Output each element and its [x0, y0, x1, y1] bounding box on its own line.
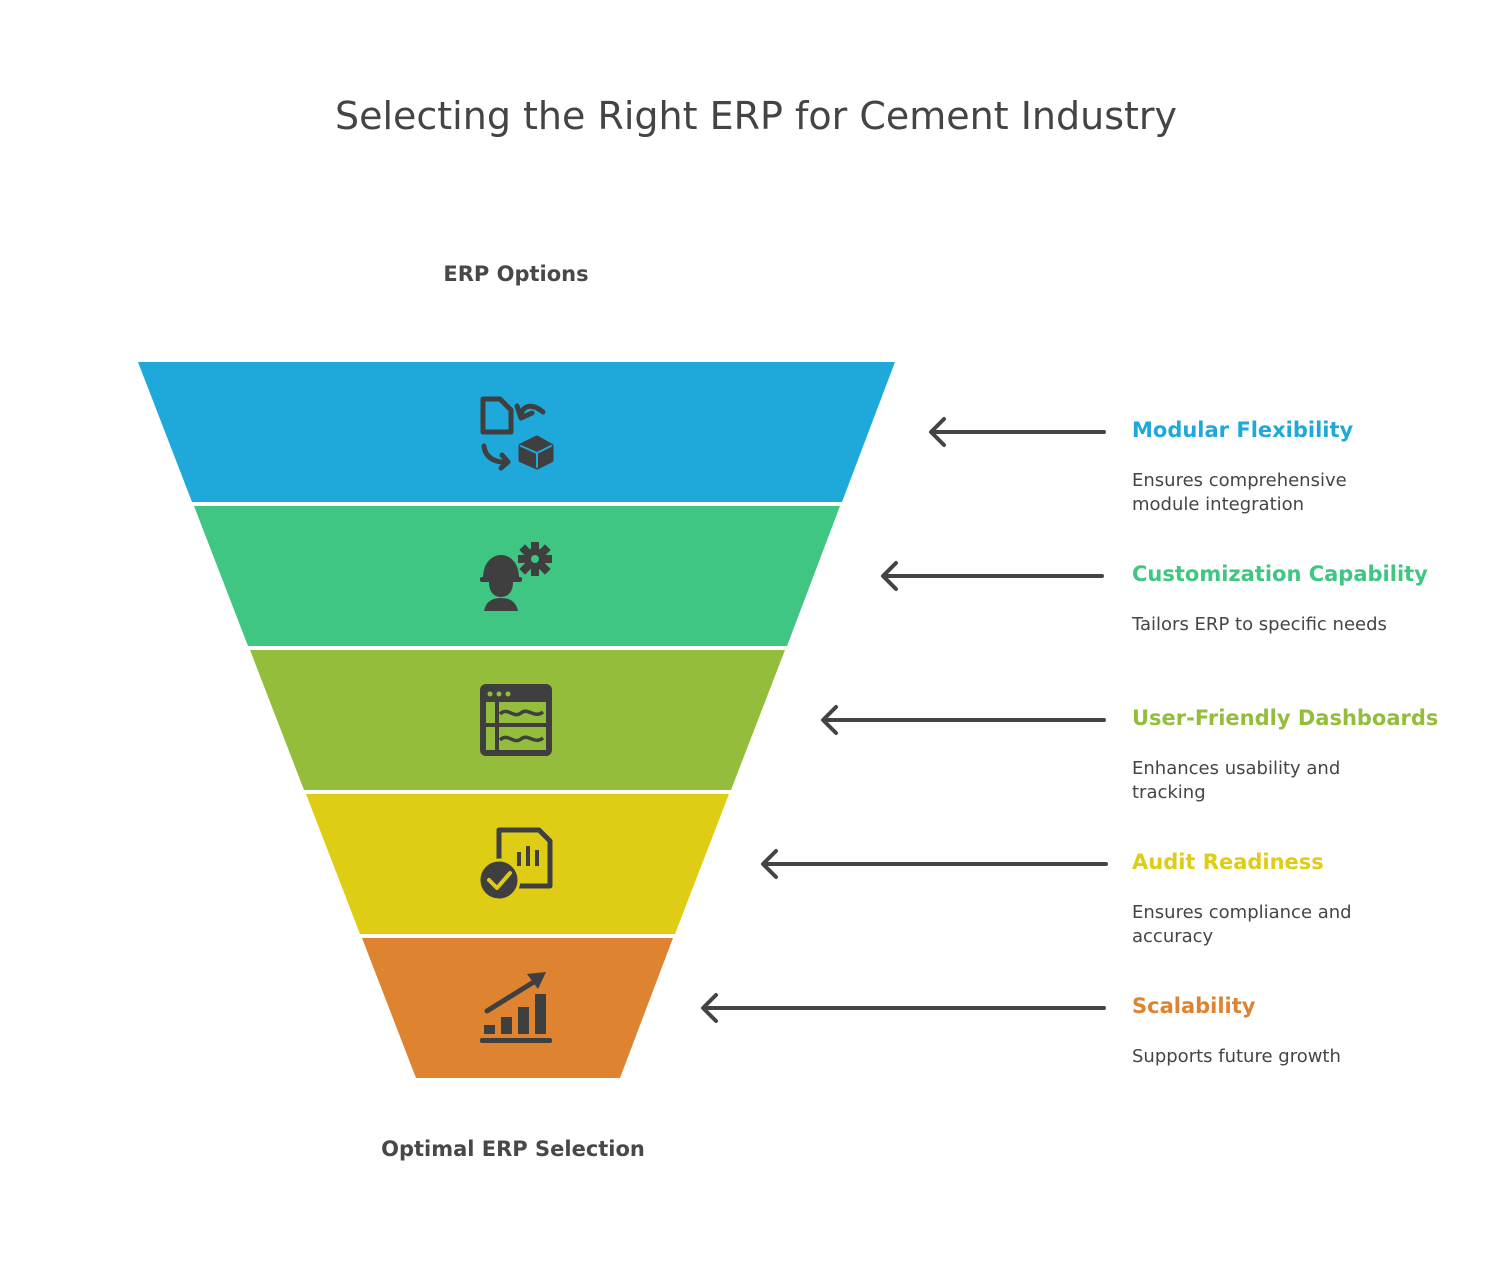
diagram-title: Selecting the Right ERP for Cement Indus…	[334, 94, 1178, 138]
engineer-gear-icon	[480, 542, 552, 611]
report-check-icon	[477, 827, 553, 902]
dashboard-window-icon	[480, 684, 552, 756]
arrow-stage-5	[701, 993, 1106, 1023]
document-cube-exchange-icon	[480, 396, 554, 471]
stage-3-title: User-Friendly Dashboards	[1132, 706, 1439, 730]
stage-5-title: Scalability	[1132, 994, 1256, 1018]
funnel-stage-1	[138, 362, 895, 502]
stage-2-description: Tailors ERP to specific needs	[1132, 614, 1387, 635]
stage-4-description: Ensures compliance and accuracy	[1132, 902, 1352, 947]
stage-1-description: Ensures comprehensive module integration	[1132, 470, 1347, 515]
funnel-stage-5	[362, 938, 673, 1078]
funnel-bottom-label: Optimal ERP Selection	[381, 1137, 645, 1161]
stage-5-description: Supports future growth	[1132, 1046, 1341, 1067]
stage-4-title: Audit Readiness	[1132, 850, 1324, 874]
stage-2-title: Customization Capability	[1132, 562, 1428, 586]
stage-1-title: Modular Flexibility	[1132, 418, 1354, 442]
arrow-stage-4	[761, 849, 1108, 879]
growth-chart-icon	[480, 972, 552, 1043]
arrow-stage-1	[929, 417, 1106, 447]
arrow-stage-3	[821, 705, 1106, 735]
stage-3-description: Enhances usability and tracking	[1132, 758, 1341, 803]
arrow-stage-2	[881, 561, 1104, 591]
funnel-top-label: ERP Options	[443, 262, 589, 286]
